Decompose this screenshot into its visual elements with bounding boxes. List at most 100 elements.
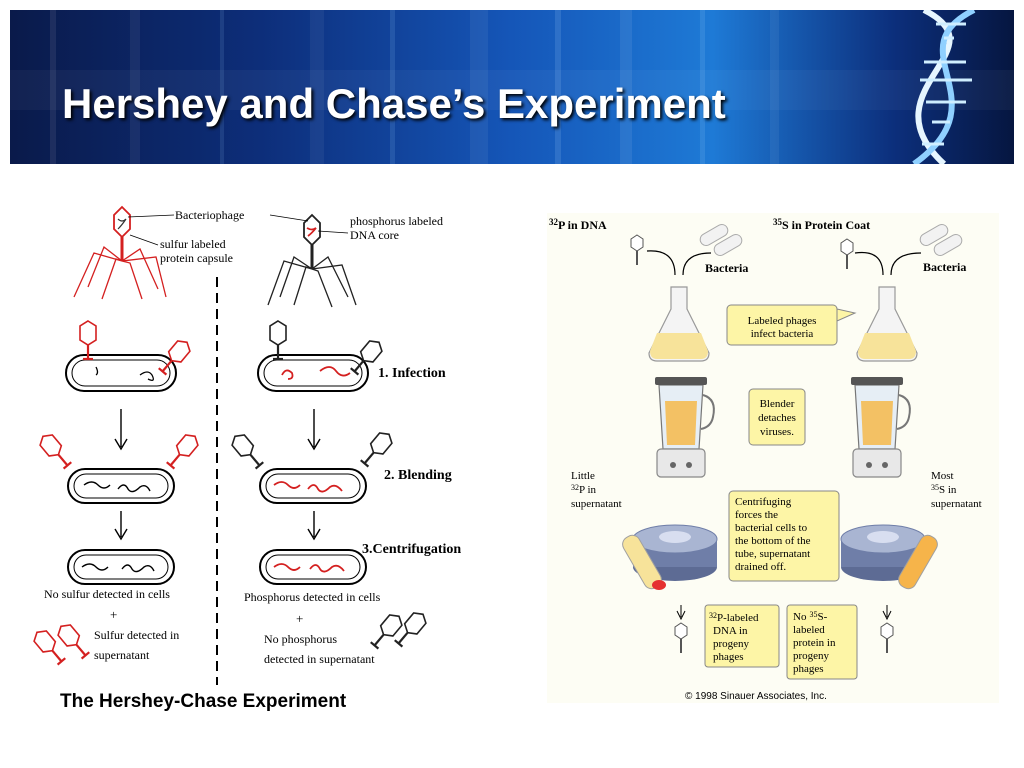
result-32p-rest: P-labeled xyxy=(717,612,759,624)
hershey-chase-diagram: Bacteriophage sulfur labeled protein cap… xyxy=(29,205,461,712)
label-35s-rest: S in Protein Coat xyxy=(782,218,870,232)
sinauer-diagram: 32P in DNA 35S in Protein Coat Bacteria … xyxy=(547,213,999,703)
callout-centrifuge-1: Centrifuging xyxy=(735,496,792,508)
sulfur-labeled-phage-large xyxy=(73,205,167,300)
little-32p-rest: P in xyxy=(579,484,597,496)
figure-caption: The Hershey-Chase Experiment xyxy=(60,691,347,712)
result-32p-3: progeny xyxy=(713,638,750,650)
step-blending: 2. Blending xyxy=(384,468,452,483)
arrow-down-icon xyxy=(676,605,686,621)
slide-title: Hershey and Chase’s Experiment xyxy=(62,80,726,127)
arrow-down-icon xyxy=(307,511,321,541)
label-sulfur-labeled-2: protein capsule xyxy=(160,251,233,265)
dna-helix-graphic xyxy=(912,10,976,164)
sulfur-cell-centrifugation xyxy=(67,549,175,585)
label-35s-sup: 35 xyxy=(773,217,783,227)
callout-centrifuge-5: tube, supernatant xyxy=(735,548,810,560)
label-sulfur-labeled-1: sulfur labeled xyxy=(160,237,226,251)
sulfur-result-2: Sulfur detected in xyxy=(94,628,179,642)
label-bacteria-left: Bacteria xyxy=(705,261,748,275)
callout-blend-2: detaches xyxy=(758,412,796,424)
callout-centrifuge-4: the bottom of the xyxy=(735,535,811,547)
copyright: © 1998 Sinauer Associates, Inc. xyxy=(685,691,827,702)
bacteria-left xyxy=(699,223,743,256)
result-32p: 32P-labeled DNA in progeny phages xyxy=(704,604,780,668)
label-32p-rest: P in DNA xyxy=(558,218,607,232)
sulfur-result-3: supernatant xyxy=(94,648,150,662)
result-32p-1: 32P-labeled xyxy=(709,611,759,624)
result-35s-2: labeled xyxy=(793,624,825,636)
tube-right xyxy=(898,534,938,590)
phosphorus-result-2: No phosphorus xyxy=(264,632,337,646)
result-32p-sup: 32 xyxy=(709,611,717,620)
labeled-phage-35s xyxy=(840,238,854,270)
phosphorus-cell-infection xyxy=(257,319,387,392)
callout-centrifuge-3: bacterial cells to xyxy=(735,522,808,534)
result-35s-5: phages xyxy=(793,663,824,675)
most-35s-1: Most xyxy=(931,470,954,482)
step-infection: 1. Infection xyxy=(378,366,446,381)
label-32p-in-dna: 32P in DNA xyxy=(549,217,607,232)
most-35s-rest: S in xyxy=(939,484,957,496)
little-32p-sup: 32 xyxy=(571,483,579,492)
flask-left xyxy=(648,286,710,362)
progeny-phage-right xyxy=(880,622,894,654)
tube-left xyxy=(622,534,666,590)
arrow-down-icon xyxy=(114,511,128,541)
sulfur-result-plus: + xyxy=(110,607,117,622)
result-35s-sup: 35 xyxy=(809,610,817,619)
result-35s-no: No xyxy=(793,611,807,623)
callout-blend: Blender detaches viruses. xyxy=(748,388,806,446)
callout-centrifuge-6: drained off. xyxy=(735,561,786,573)
callout-blend-1: Blender xyxy=(760,398,795,410)
label-32p-sup: 32 xyxy=(549,217,559,227)
labeled-phage-32p xyxy=(630,234,644,266)
result-32p-2: DNA in xyxy=(713,625,748,637)
little-32p-3: supernatant xyxy=(571,498,622,510)
label-phosphorus-labeled-2: DNA core xyxy=(350,228,399,242)
callout-blend-3: viruses. xyxy=(760,426,794,438)
blender-right xyxy=(850,376,911,478)
label-phosphorus-labeled-1: phosphorus labeled xyxy=(350,214,443,228)
bacteria-right xyxy=(919,224,963,256)
result-35s-4: progeny xyxy=(793,650,830,662)
phosphorus-result-1: Phosphorus detected in cells xyxy=(244,590,381,604)
phosphorus-result-plus: + xyxy=(296,611,303,626)
label-bacteriophage: Bacteriophage xyxy=(175,208,244,222)
callout-infect: Labeled phages infect bacteria xyxy=(726,304,857,346)
sulfur-cell-infection xyxy=(65,319,195,392)
little-32p-2: 32P in xyxy=(571,483,597,496)
callout-centrifuge: Centrifuging forces the bacterial cells … xyxy=(728,490,840,582)
label-bacteria-right: Bacteria xyxy=(923,260,966,274)
result-32p-4: phages xyxy=(713,651,744,663)
callout-centrifuge-2: forces the xyxy=(735,509,778,521)
most-35s-3: supernatant xyxy=(931,498,982,510)
most-35s-2: 35S in xyxy=(931,483,957,496)
step-centrifugation: 3.Centrifugation xyxy=(362,542,461,557)
blender-left xyxy=(654,376,715,478)
arrow-down-icon xyxy=(114,409,128,451)
phosphorus-cell-blending xyxy=(227,428,397,504)
phosphorus-cell-centrifugation xyxy=(259,549,367,585)
result-35s-rest: S- xyxy=(817,611,827,623)
callout-infect-2: infect bacteria xyxy=(751,328,814,340)
little-32p-1: Little xyxy=(571,470,595,482)
banner-stripes xyxy=(10,10,1014,164)
title-banner: Hershey and Chase’s Experiment xyxy=(10,10,1014,164)
label-35s-in-protein: 35S in Protein Coat xyxy=(773,217,870,232)
arrow-down-icon xyxy=(882,605,892,621)
result-35s-3: protein in xyxy=(793,637,836,649)
phosphorus-result-3: detected in supernatant xyxy=(264,652,375,666)
progeny-phage-left xyxy=(674,622,688,654)
free-sulfur-phages xyxy=(29,620,93,668)
arrow-down-icon xyxy=(307,409,321,451)
callout-infect-1: Labeled phages xyxy=(748,315,817,327)
free-unlabeled-phages xyxy=(367,608,431,652)
flask-right xyxy=(856,286,918,362)
sulfur-result-1: No sulfur detected in cells xyxy=(44,587,170,601)
sulfur-cell-blending xyxy=(35,430,203,504)
phosphorus-labeled-phage-large xyxy=(267,213,357,308)
most-35s-sup: 35 xyxy=(931,483,939,492)
